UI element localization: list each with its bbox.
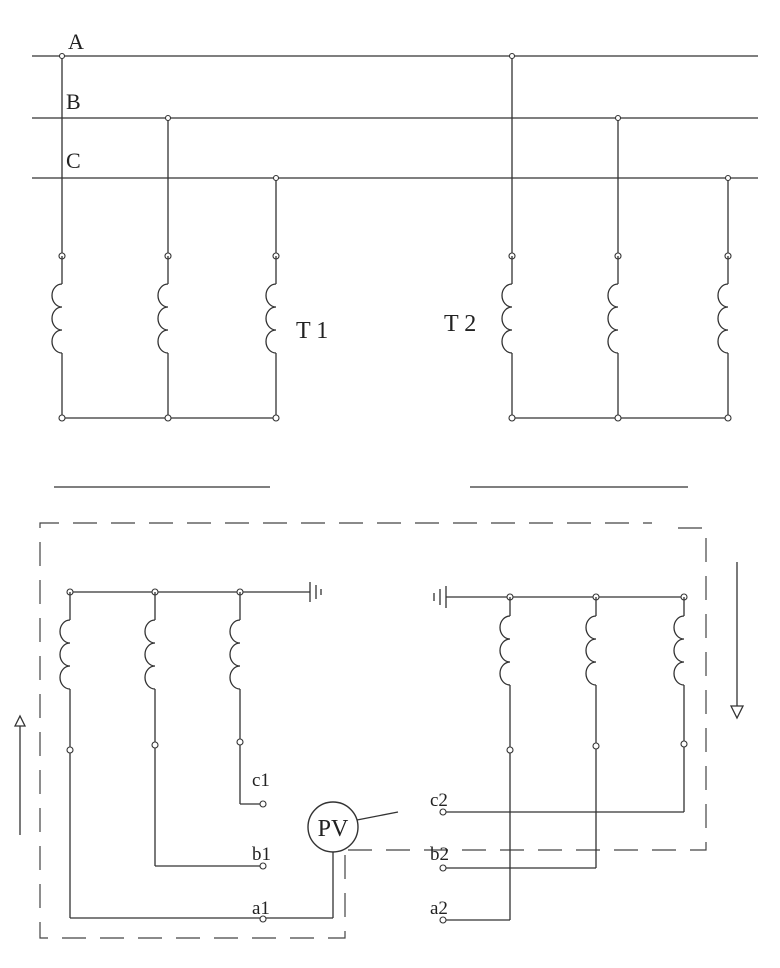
t2-primary-coil-b [607, 283, 619, 354]
bus-label-b: B [66, 89, 81, 114]
terminal-label-c1: c1 [252, 770, 270, 791]
bus-label-a: A [68, 29, 84, 54]
t1-secondary-coil-c [229, 619, 241, 690]
terminal-label-b1: b1 [252, 844, 271, 865]
terminal-label-a1: a1 [252, 898, 270, 919]
terminal-c1 [259, 800, 267, 808]
t1-primary-coil-b [157, 283, 169, 354]
t2-secondary-coil-b [585, 615, 597, 686]
dashed-circulation-loop [39, 522, 707, 939]
terminal-b1 [259, 862, 267, 870]
flow-arrow-up [13, 714, 27, 835]
t2-secondary [444, 593, 688, 921]
t2-primary-coil-a [501, 283, 513, 354]
voltmeter-pv [262, 801, 399, 919]
flow-arrow-down [729, 562, 745, 720]
t1-secondary-coil-a [59, 619, 71, 690]
terminal-c2 [439, 808, 447, 816]
terminal-a2 [439, 916, 447, 924]
terminal-label-b2: b2 [430, 844, 449, 865]
terminal-b2 [439, 864, 447, 872]
t2-primary-coil-c [717, 283, 729, 354]
ground-symbol-left [309, 582, 322, 602]
t2-label: T 2 [444, 311, 476, 337]
terminal-label-a2: a2 [430, 898, 448, 919]
t1-secondary-coil-b [144, 619, 156, 690]
t1-primary-coil-c [265, 283, 277, 354]
t2-secondary-coil-a [499, 615, 511, 686]
t2-secondary-coil-c [673, 615, 685, 686]
t1-label: T 1 [296, 318, 328, 344]
t2-primary [501, 52, 732, 422]
t1-secondary [59, 588, 310, 919]
bus-label-c: C [66, 148, 81, 173]
terminal-label-c2: c2 [430, 790, 448, 811]
t1-primary [51, 52, 280, 422]
terminal-a1 [259, 915, 267, 923]
ground-symbol-right [433, 586, 447, 608]
voltmeter-label: PV [318, 816, 349, 842]
t1-primary-coil-a [51, 283, 63, 354]
